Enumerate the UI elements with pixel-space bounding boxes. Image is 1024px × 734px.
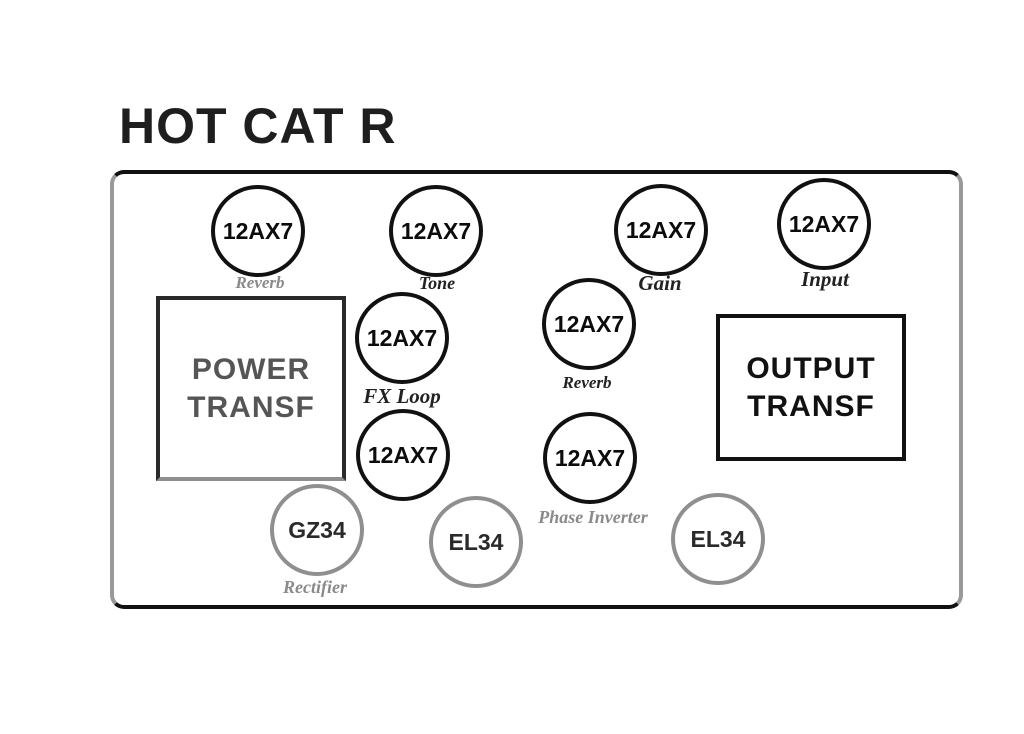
tube-power-el34-1: EL34 (429, 496, 523, 588)
tube-caption: Tone (418, 273, 456, 293)
tube-input-12ax7: 12AX7 (777, 178, 871, 270)
output-transformer-label-line1: OUTPUT (746, 351, 876, 385)
tube-reverb-2-12ax7: 12AX7 (542, 278, 636, 370)
tube-type-label: GZ34 (288, 516, 346, 543)
power-transformer-label-line1: POWER (191, 352, 311, 386)
tube-type-label: 12AX7 (554, 444, 626, 471)
tube-type-label: EL34 (690, 525, 746, 552)
tube-caption: Phase Inverter (538, 507, 648, 527)
amp-chassis-outline (110, 170, 963, 609)
tube-reverb-12ax7: 12AX7 (211, 185, 305, 277)
tube-tone-12ax7: 12AX7 (389, 185, 483, 277)
tube-gain-12ax7: 12AX7 (614, 184, 708, 276)
tube-caption: Reverb (235, 273, 285, 292)
tube-caption: Reverb (562, 373, 612, 392)
tube-power-el34-2: EL34 (671, 493, 765, 585)
tube-phase-inverter-12ax7: 12AX7 (543, 412, 637, 504)
tube-caption: Gain (638, 271, 682, 295)
tube-caption: Input (801, 267, 849, 291)
tube-type-label: 12AX7 (625, 216, 697, 243)
tube-caption: FX Loop (363, 384, 441, 408)
tube-type-label: EL34 (448, 528, 504, 555)
tube-rectifier-gz34: GZ34 (270, 484, 364, 576)
power-transformer-label-line2: TRANSF (187, 390, 315, 424)
tube-type-label: 12AX7 (222, 217, 294, 244)
tube-type-label: 12AX7 (366, 324, 438, 351)
power-transformer: POWER TRANSF (156, 296, 346, 481)
tube-type-label: 12AX7 (367, 441, 439, 468)
tube-type-label: 12AX7 (553, 310, 625, 337)
tube-fx-loop-12ax7: 12AX7 (355, 292, 449, 384)
output-transformer: OUTPUT TRANSF (716, 314, 906, 461)
output-transformer-label-line2: TRANSF (747, 389, 875, 423)
tube-type-label: 12AX7 (788, 210, 860, 237)
tube-caption: Rectifier (283, 577, 347, 597)
tube-12ax7: 12AX7 (356, 409, 450, 501)
tube-type-label: 12AX7 (400, 217, 472, 244)
diagram-title: HOT CAT R (119, 98, 397, 154)
